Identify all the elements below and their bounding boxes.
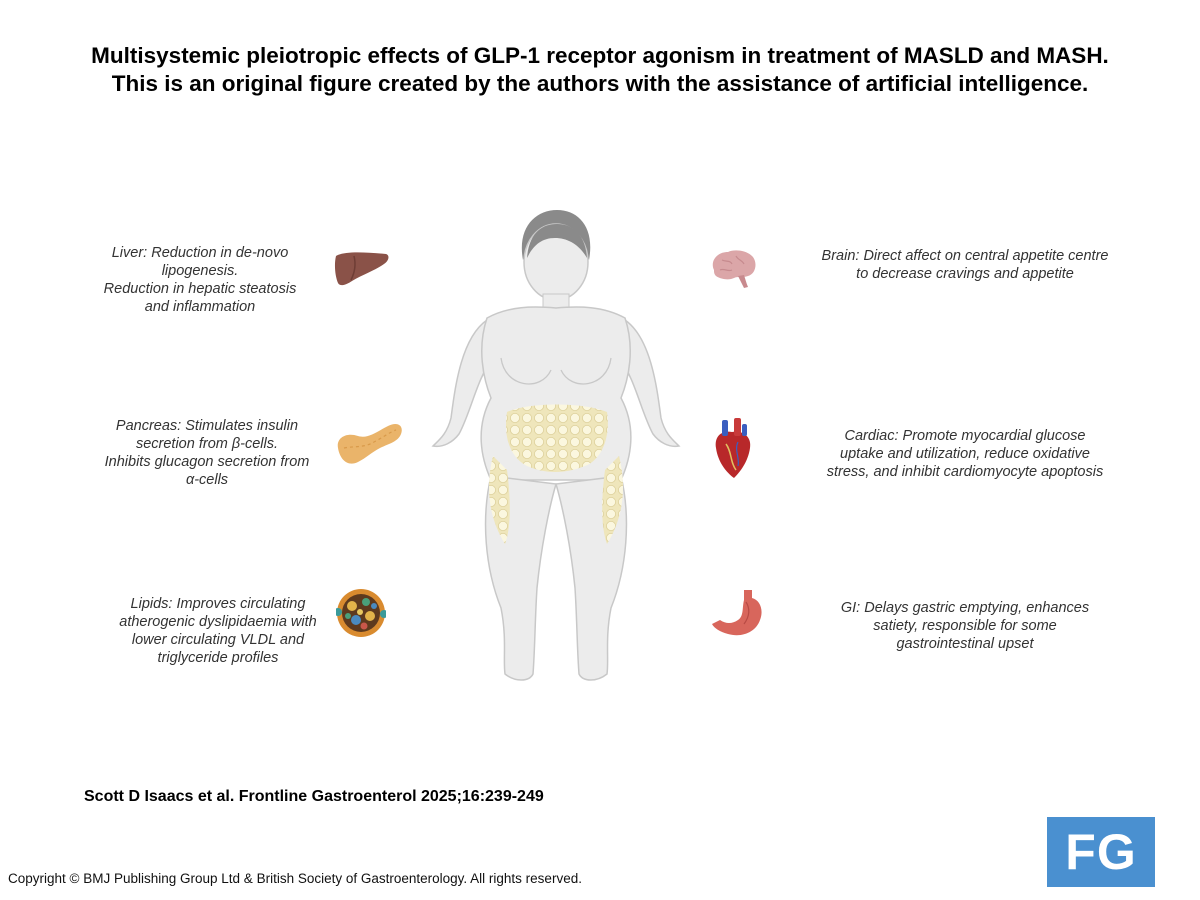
gi-effect-text: GI: Delays gastric emptying, enhances sa… [840, 600, 1090, 652]
liver-icon [334, 252, 389, 286]
copyright-notice: Copyright © BMJ Publishing Group Ltd & B… [8, 871, 582, 886]
figure-title: Multisystemic pleiotropic effects of GLP… [0, 42, 1200, 98]
lipids-effect-text: Lipids: Improves circulating atherogenic… [119, 596, 317, 666]
pancreas-icon [337, 423, 402, 464]
stomach-icon [712, 590, 762, 636]
human-body-figure [431, 210, 681, 681]
brain-effect-text: Brain: Direct affect on central appetite… [821, 248, 1109, 282]
liver-effect-text: Liver: Reduction in de-novo lipogenesis.… [103, 245, 297, 315]
heart-icon [715, 418, 751, 478]
brain-icon [712, 250, 756, 288]
lipoprotein-icon [336, 589, 386, 637]
title-line-1: Multisystemic pleiotropic effects of GLP… [91, 43, 1109, 68]
pancreas-effect-text: Pancreas: Stimulates insulin secretion f… [104, 418, 310, 488]
cardiac-effect-text: Cardiac: Promote myocardial glucose upta… [826, 428, 1104, 480]
journal-logo: FG [1047, 817, 1155, 887]
title-line-2: This is an original figure created by th… [111, 71, 1089, 96]
citation: Scott D Isaacs et al. Frontline Gastroen… [84, 788, 544, 805]
